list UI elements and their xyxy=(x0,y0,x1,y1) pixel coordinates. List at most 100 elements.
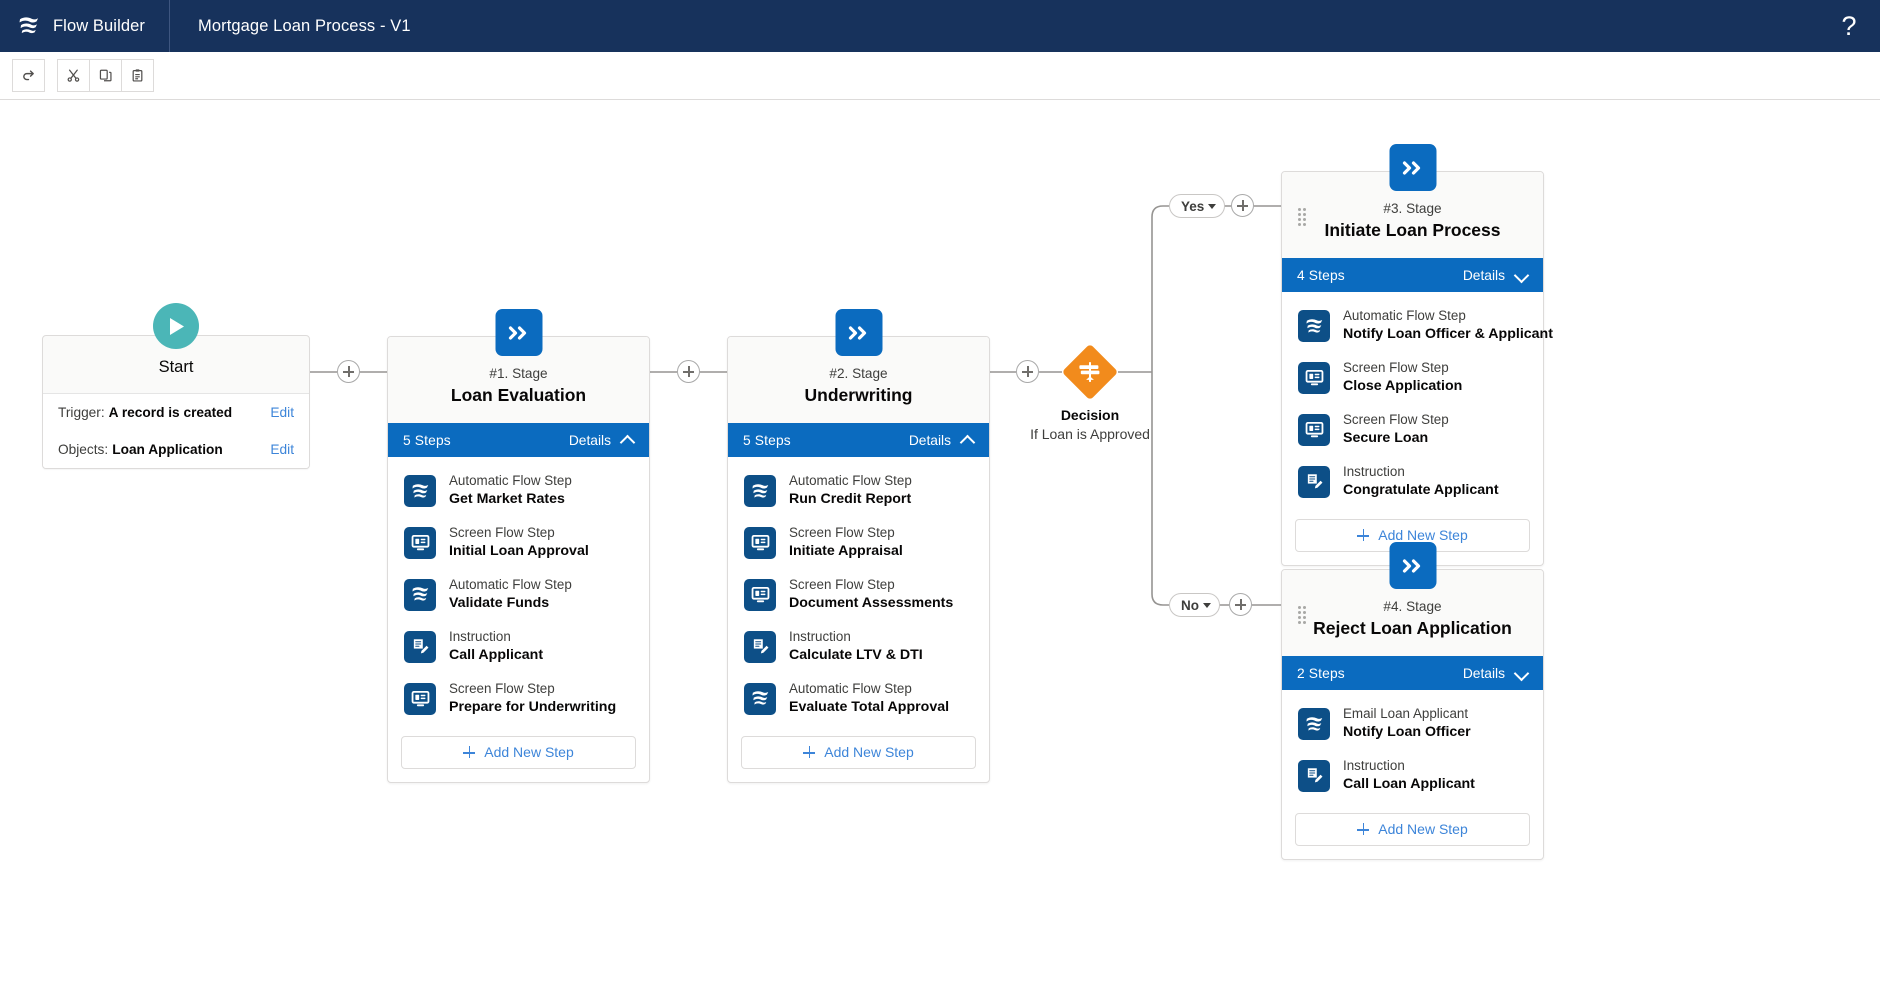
step-row[interactable]: Automatic Flow Step Evaluate Total Appro… xyxy=(728,673,989,725)
stage-card-4[interactable]: #4. Stage Reject Loan Application 2 Step… xyxy=(1281,542,1544,860)
help-icon[interactable]: ? xyxy=(1841,10,1857,41)
step-row[interactable]: Screen Flow Step Secure Loan xyxy=(1282,404,1543,456)
stage-card-3[interactable]: #3. Stage Initiate Loan Process 4 Steps … xyxy=(1281,144,1553,566)
edit-trigger-link[interactable]: Edit xyxy=(270,405,294,420)
step-name: Initial Loan Approval xyxy=(449,543,589,560)
salesforce-flow-logo-icon xyxy=(18,16,40,36)
brand-area[interactable]: Flow Builder xyxy=(0,0,170,52)
step-text: Screen Flow Step Close Application xyxy=(1343,359,1462,397)
step-row[interactable]: Automatic Flow Step Notify Loan Officer … xyxy=(1282,300,1553,352)
step-row[interactable]: Screen Flow Step Document Assessments xyxy=(728,569,989,621)
automatic-flow-step-icon xyxy=(1298,310,1330,342)
drag-handle-icon[interactable] xyxy=(1298,208,1306,226)
stage-details-toggle-4[interactable]: Details xyxy=(1463,666,1528,681)
stage-number-4: #4. Stage xyxy=(1383,599,1442,614)
chevron-up-icon xyxy=(961,434,974,447)
redo-icon xyxy=(21,68,36,83)
clipboard-icon xyxy=(130,68,145,83)
details-label-3: Details xyxy=(1462,267,1505,283)
screen-flow-step-icon xyxy=(1298,361,1330,394)
step-row[interactable]: Automatic Flow Step Validate Funds xyxy=(388,569,649,621)
trigger-value: A record is created xyxy=(108,405,233,420)
step-row[interactable]: Screen Flow Step Initial Loan Approval xyxy=(388,517,649,569)
stage-details-toggle-1[interactable]: Details xyxy=(569,433,634,448)
add-new-step-button[interactable]: Add New Step xyxy=(401,735,636,769)
step-row[interactable]: Screen Flow Step Close Application xyxy=(1282,352,1543,404)
step-name: Validate Funds xyxy=(449,595,550,612)
edit-objects-link[interactable]: Edit xyxy=(270,442,294,457)
step-row[interactable]: Screen Flow Step Prepare for Underwritin… xyxy=(388,673,649,725)
add-new-step-button[interactable]: Add New Step xyxy=(1295,812,1530,846)
stage-steps-count-1: 5 Steps xyxy=(403,432,451,448)
step-row[interactable]: Screen Flow Step Initiate Appraisal xyxy=(728,517,989,569)
cut-button[interactable] xyxy=(57,59,90,92)
stage-details-bar-4[interactable]: 2 Steps Details xyxy=(1282,656,1543,691)
step-text: Automatic Flow Step Evaluate Total Appro… xyxy=(789,680,949,718)
automatic-flow-step-icon xyxy=(404,578,436,611)
stage-details-bar-1[interactable]: 5 Steps Details xyxy=(388,423,649,458)
step-text: Screen Flow Step Initiate Appraisal xyxy=(789,524,903,562)
stage-details-bar-2[interactable]: 5 Steps Details xyxy=(728,423,989,458)
stage-name-4: Reject Loan Application xyxy=(1313,618,1512,639)
drag-handle-icon[interactable] xyxy=(1298,606,1306,624)
toolbar-group-clipboard xyxy=(57,59,154,92)
stage-number-3: #3. Stage xyxy=(1383,201,1442,216)
stage-number-2: #2. Stage xyxy=(829,366,888,381)
trigger-key: Trigger: xyxy=(58,405,105,420)
screen-flow-step-icon xyxy=(1298,413,1330,446)
decision-node[interactable]: Decision If Loan is Approved xyxy=(1015,343,1165,442)
step-row[interactable]: Automatic Flow Step Run Credit Report xyxy=(728,465,989,517)
add-new-step-button[interactable]: Add New Step xyxy=(741,735,976,769)
top-header: Flow Builder Mortgage Loan Process - V1 … xyxy=(0,0,1880,52)
instruction-icon xyxy=(1298,759,1330,792)
step-row[interactable]: Instruction Call Applicant xyxy=(388,621,649,673)
step-name: Prepare for Underwriting xyxy=(449,698,617,715)
step-type: Automatic Flow Step xyxy=(789,680,912,696)
copy-button[interactable] xyxy=(89,59,122,92)
decision-diamond[interactable] xyxy=(1061,343,1119,401)
chevron-down-icon xyxy=(1515,667,1528,680)
flow-canvas[interactable]: Yes No Start Trigger: A record is create… xyxy=(0,100,1880,988)
step-type: Screen Flow Step xyxy=(789,576,895,592)
step-type: Automatic Flow Step xyxy=(789,473,912,489)
stage-number-1: #1. Stage xyxy=(489,366,548,381)
stage-card-1[interactable]: #1. Stage Loan Evaluation 5 Steps Detail… xyxy=(387,309,650,783)
add-element-button-yes[interactable] xyxy=(1231,194,1254,217)
step-type: Automatic Flow Step xyxy=(449,576,572,592)
step-row[interactable]: Instruction Call Loan Applicant xyxy=(1282,750,1543,802)
stage-details-toggle-3[interactable]: Details xyxy=(1463,268,1528,283)
screen-flow-step-icon xyxy=(744,578,776,611)
plus-icon xyxy=(1357,529,1370,542)
step-type: Screen Flow Step xyxy=(789,524,895,540)
stage-details-bar-3[interactable]: 4 Steps Details xyxy=(1282,258,1543,293)
start-node[interactable]: Start Trigger: A record is created Edit … xyxy=(42,303,310,469)
step-name: Call Loan Applicant xyxy=(1343,776,1475,793)
step-row[interactable]: Instruction Calculate LTV & DTI xyxy=(728,621,989,673)
add-element-button-3[interactable] xyxy=(1016,360,1039,383)
scissors-icon xyxy=(66,68,81,83)
branch-pill-no[interactable]: No xyxy=(1169,593,1220,617)
step-row[interactable]: Automatic Flow Step Get Market Rates xyxy=(388,465,649,517)
toolbar-group-history xyxy=(12,59,45,92)
stage-steps-list-3: Automatic Flow Step Notify Loan Officer … xyxy=(1282,292,1553,512)
step-type: Instruction xyxy=(449,628,511,644)
step-name: Calculate LTV & DTI xyxy=(789,647,923,664)
screen-flow-step-icon xyxy=(404,526,436,559)
add-element-button-2[interactable] xyxy=(677,360,700,383)
stage-details-toggle-2[interactable]: Details xyxy=(909,433,974,448)
step-row[interactable]: Email Loan Applicant Notify Loan Officer xyxy=(1282,698,1543,750)
redo-button[interactable] xyxy=(12,59,45,92)
step-name: Get Market Rates xyxy=(449,491,565,508)
page-title: Mortgage Loan Process - V1 xyxy=(197,16,411,35)
add-element-button-no[interactable] xyxy=(1229,593,1252,616)
stage-card-2[interactable]: #2. Stage Underwriting 5 Steps Details xyxy=(727,309,990,783)
start-card[interactable]: Start Trigger: A record is created Edit … xyxy=(42,335,310,469)
add-element-button-1[interactable] xyxy=(337,360,360,383)
branch-pill-yes[interactable]: Yes xyxy=(1169,194,1226,218)
step-type: Screen Flow Step xyxy=(1343,359,1449,375)
step-row[interactable]: Instruction Congratulate Applicant xyxy=(1282,456,1543,508)
step-type: Instruction xyxy=(1343,463,1405,479)
stage-chevrons-icon xyxy=(495,309,542,356)
step-text: Screen Flow Step Prepare for Underwritin… xyxy=(449,680,616,718)
paste-button[interactable] xyxy=(121,59,154,92)
